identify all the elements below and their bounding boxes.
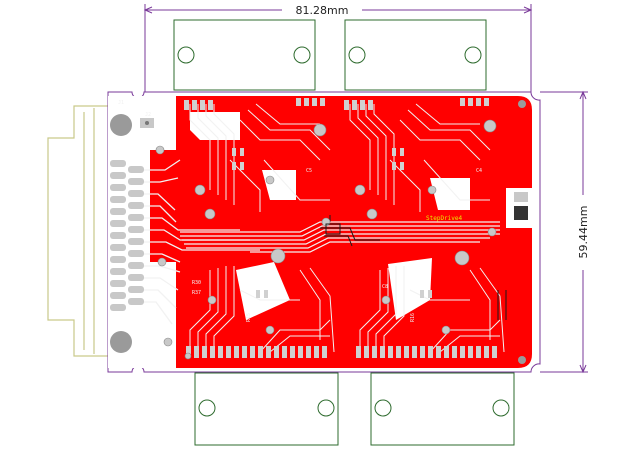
mounting-hole-top-left	[110, 114, 132, 136]
ic-pad-row-top	[184, 98, 489, 110]
jumper-markers	[325, 223, 507, 320]
power-pad-right-top	[514, 192, 528, 202]
label-r16: R16	[410, 313, 416, 322]
label-r37: R37	[192, 290, 201, 296]
j1-traces	[144, 159, 260, 325]
j2-jumper	[140, 118, 154, 128]
label-j2: J2	[145, 112, 151, 118]
driver-block-bottom-right	[359, 266, 505, 353]
power-pad-right	[514, 206, 528, 220]
label-board-name: StepDrive4	[426, 215, 463, 222]
label-c5: C5	[306, 168, 312, 174]
top-connector-left	[173, 19, 316, 91]
ribbon-connector-outline	[47, 105, 108, 357]
dimension-height-label: 59.44mm	[577, 206, 590, 259]
label-r30: R30	[192, 280, 201, 286]
mounting-hole-bottom-right	[518, 356, 526, 364]
j1-pin-column-left	[110, 160, 126, 311]
central-bus-traces	[180, 221, 500, 253]
mounting-hole-bottom-left	[110, 331, 132, 353]
j1-pin-column-right	[128, 166, 144, 305]
driver-block-bottom-left	[189, 266, 335, 353]
bottom-connector-right	[370, 372, 515, 446]
label-c8: C8	[382, 284, 388, 290]
resistor-pads	[232, 148, 432, 298]
top-connector-right	[344, 19, 487, 91]
label-j1: J1	[118, 100, 124, 106]
dimension-width-label: 81.28mm	[296, 4, 349, 17]
bottom-connector-left	[194, 372, 339, 446]
driver-block-top-left	[189, 103, 331, 212]
label-c4: C4	[476, 168, 482, 174]
vias	[155, 119, 497, 360]
dimension-width	[143, 4, 533, 96]
label-r15: R15	[246, 313, 252, 322]
ic-pad-row-bottom	[186, 346, 497, 358]
mounting-hole-top-right	[518, 100, 526, 108]
